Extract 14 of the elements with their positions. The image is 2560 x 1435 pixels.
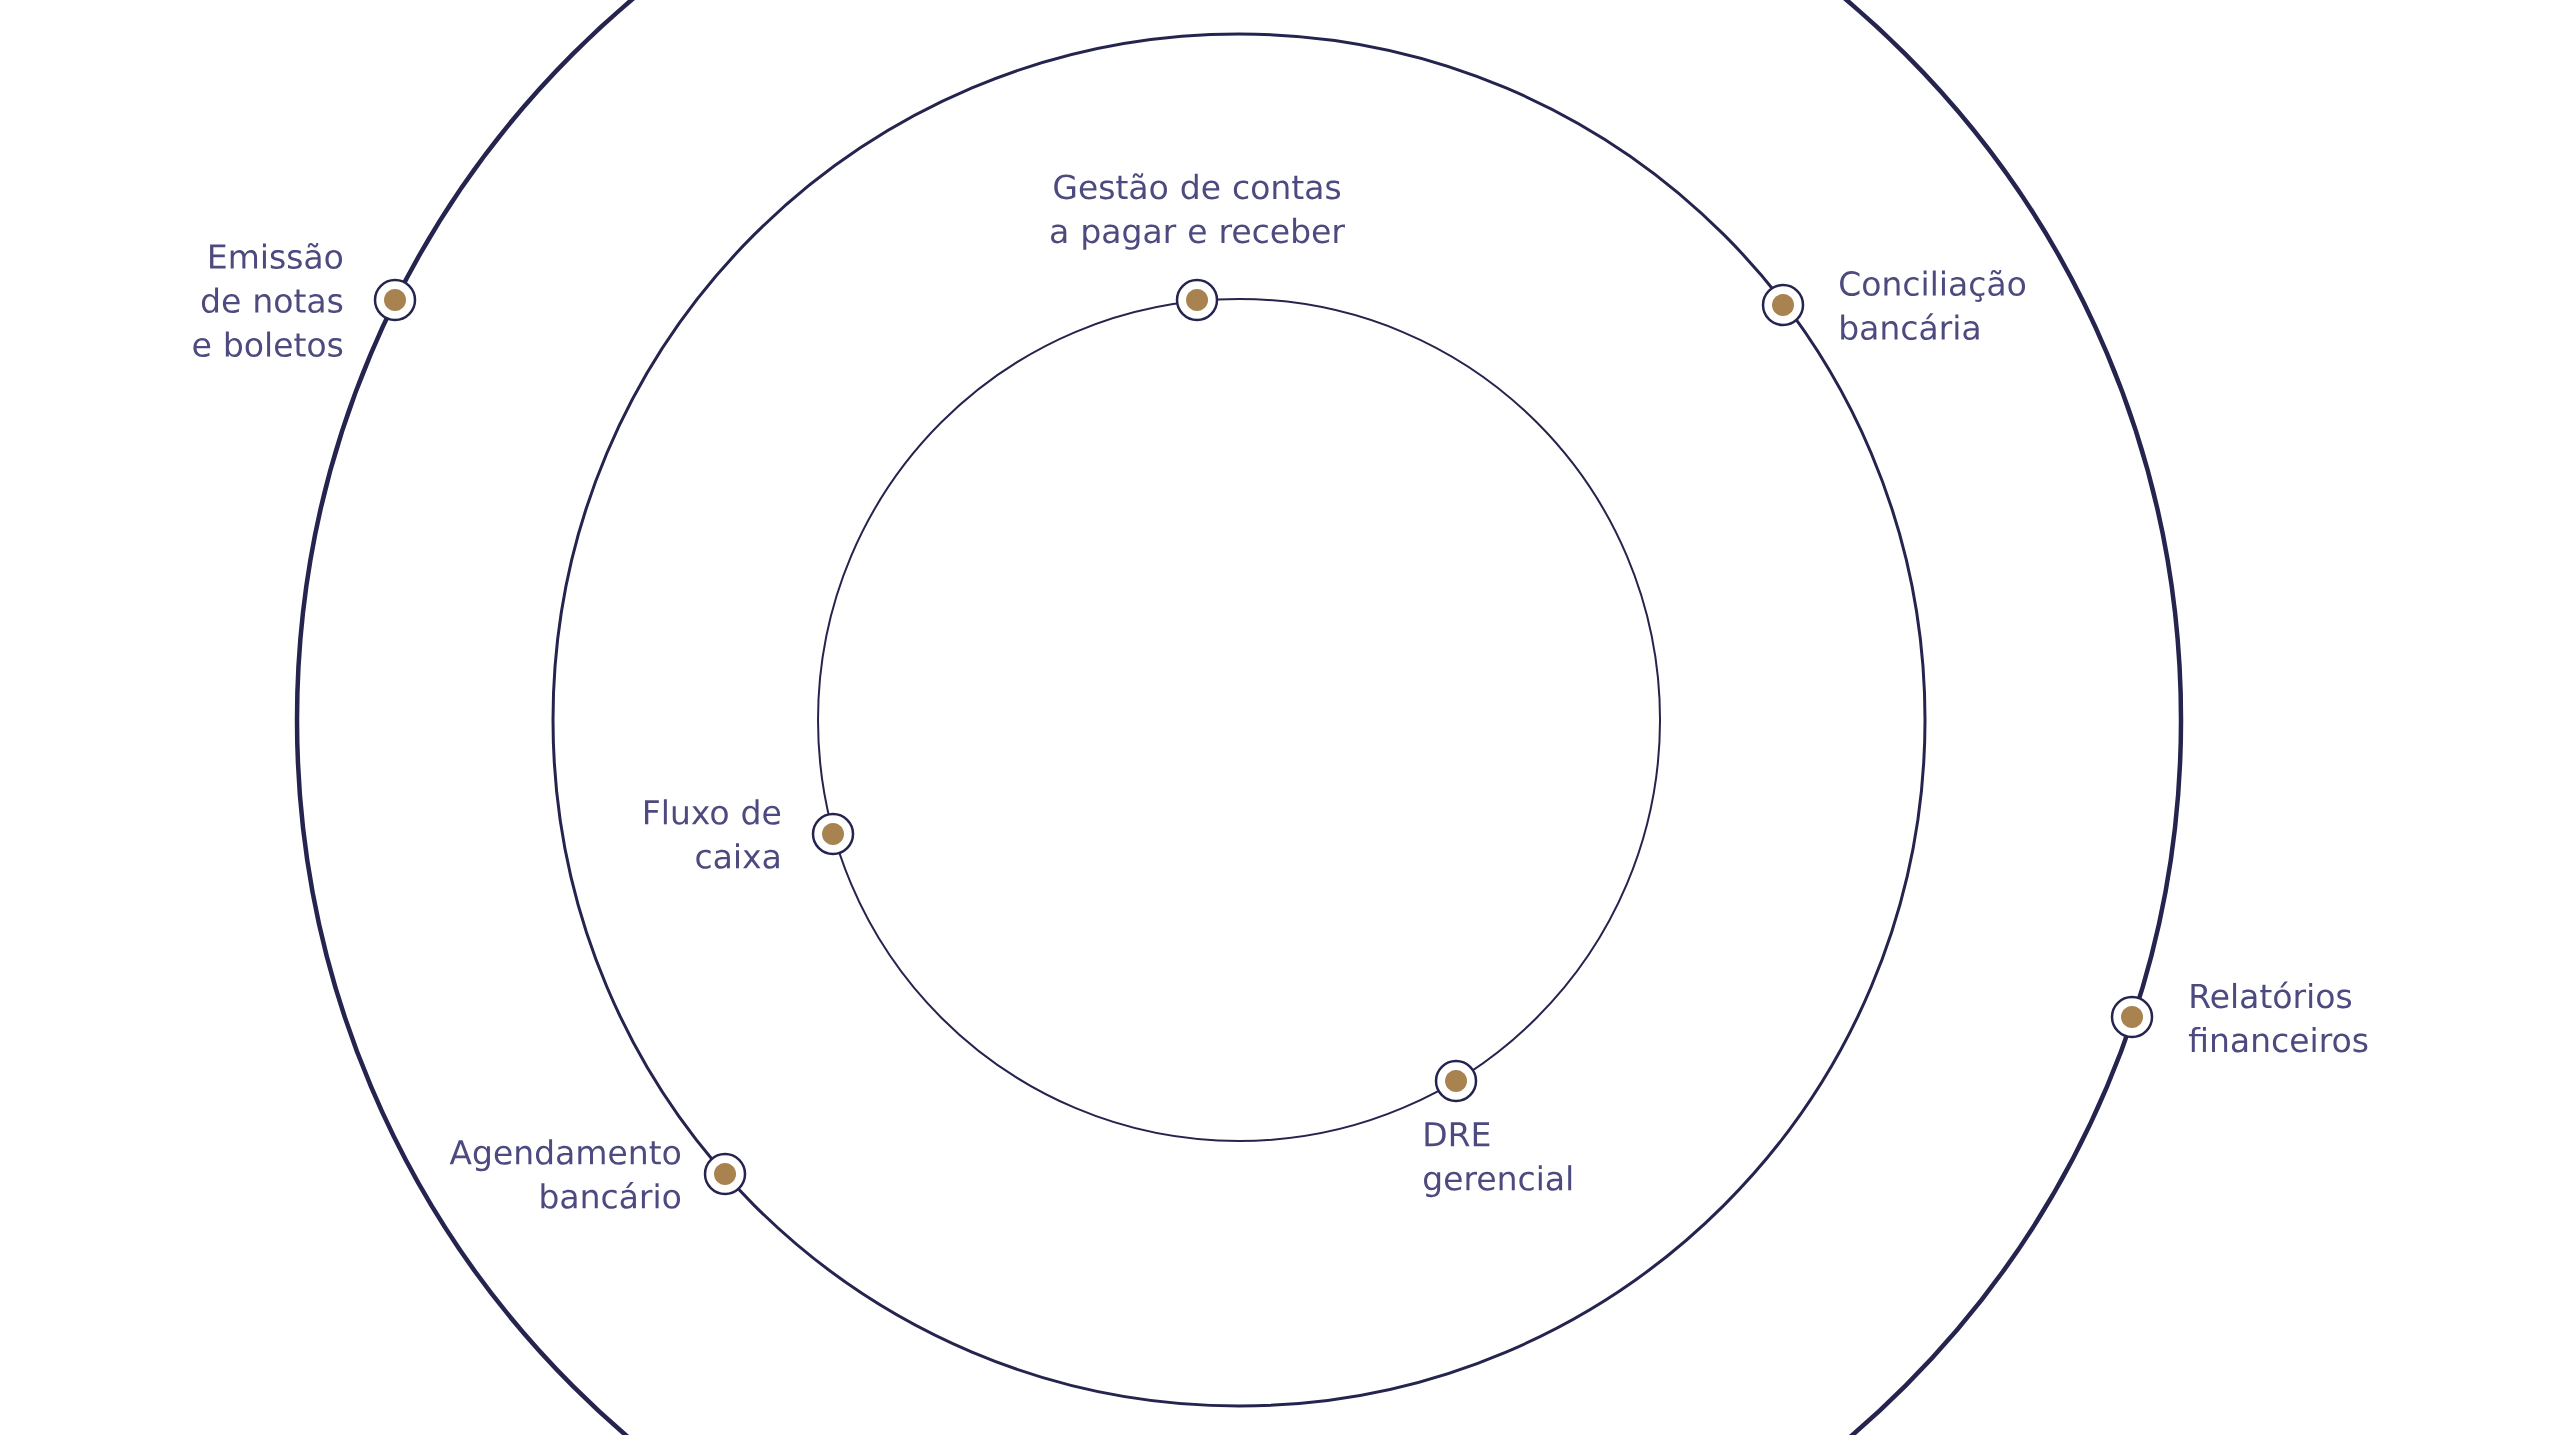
marker — [1761, 283, 1805, 327]
marker-label: Agendamento bancário — [449, 1139, 681, 1209]
marker — [1175, 278, 1219, 322]
marker-label: Gestão de contas a pagar e receber — [1051, 173, 1345, 250]
marker-label: Relatórios financeiros — [2188, 981, 2368, 1053]
marker — [811, 812, 855, 856]
marker — [1434, 1059, 1478, 1103]
marker-label: DRE gerencial — [1424, 1122, 1572, 1198]
marker-label: Fluxo de caixa — [645, 799, 781, 869]
marker — [703, 1152, 747, 1196]
marker-label: Conciliação bancária — [1840, 269, 2026, 341]
marker-label: Emissão de notas e boletos — [193, 242, 343, 358]
marker — [373, 278, 417, 322]
marker — [2110, 995, 2154, 1039]
